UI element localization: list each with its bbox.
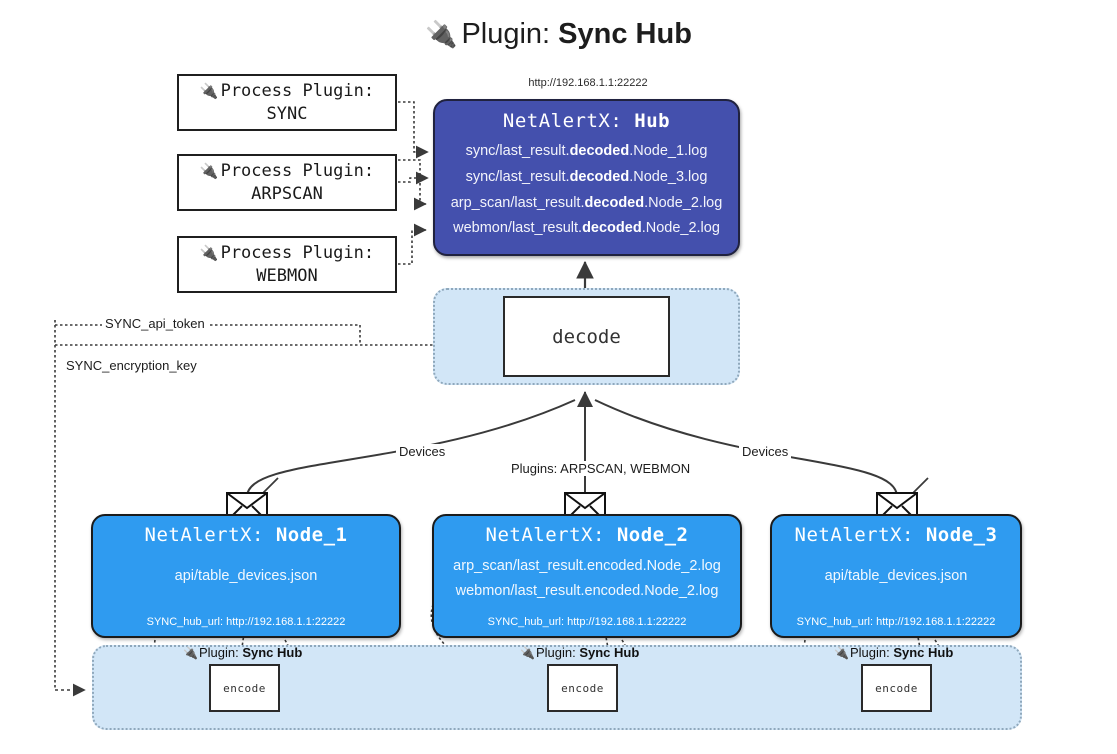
- node-title-prefix: NetAlertX:: [794, 524, 914, 546]
- hub-node[interactable]: NetAlertX: Hub sync/last_result.decoded.…: [433, 99, 740, 256]
- title-prefix: Plugin:: [461, 18, 551, 50]
- node-footer: SYNC_hub_url: http://192.168.1.1:22222: [796, 616, 996, 628]
- plug-icon: 🔌: [199, 161, 219, 180]
- encode-box-node-3[interactable]: encode: [861, 664, 932, 712]
- node-line: api/table_devices.json: [174, 568, 318, 584]
- node-1[interactable]: NetAlertX: Node_1 api/table_devices.json…: [91, 514, 401, 638]
- hub-log-pre: sync/last_result.: [465, 168, 570, 185]
- plugin-label-node-3: 🔌Plugin: Sync Hub: [834, 645, 953, 660]
- process-plugin-webmon[interactable]: 🔌 Process Plugin: WEBMON: [177, 236, 397, 293]
- process-plugin-name: ARPSCAN: [251, 183, 323, 204]
- page-title: 🔌Plugin: Sync Hub: [0, 18, 1117, 51]
- decode-label: decode: [552, 325, 621, 348]
- node-2[interactable]: NetAlertX: Node_2 arp_scan/last_result.e…: [432, 514, 742, 638]
- node-title: NetAlertX: Node_1: [93, 524, 399, 546]
- hub-log-pre: sync/last_result.: [465, 143, 570, 159]
- hub-log-mid: decoded: [582, 220, 642, 237]
- decode-box[interactable]: decode: [503, 296, 670, 377]
- hub-title: NetAlertX: Hub: [435, 110, 738, 132]
- process-plugin-arpscan[interactable]: 🔌 Process Plugin: ARPSCAN: [177, 154, 397, 211]
- plugin-label-prefix: Plugin:: [535, 645, 576, 660]
- sync-api-token-label: SYNC_api_token: [102, 316, 208, 331]
- hub-title-name: Hub: [634, 110, 671, 132]
- hub-log-mid: decoded: [569, 168, 630, 185]
- node-title: NetAlertX: Node_3: [772, 524, 1020, 546]
- hub-url: http://192.168.1.1:22222: [528, 77, 648, 89]
- node-title-name: Node_2: [616, 524, 689, 546]
- node-footer: SYNC_hub_url: http://192.168.1.1:22222: [487, 616, 687, 628]
- encode-box-node-2[interactable]: encode: [547, 664, 618, 712]
- encode-label: encode: [561, 681, 604, 695]
- plugin-label-name: Sync Hub: [579, 645, 640, 660]
- title-name: Sync Hub: [558, 18, 692, 50]
- node-line: webmon/last_result.encoded.Node_2.log: [455, 583, 719, 600]
- plugin-label-name: Sync Hub: [242, 645, 303, 660]
- plug-icon: 🔌: [425, 19, 458, 49]
- plugin-label-name: Sync Hub: [893, 645, 954, 660]
- encode-box-node-1[interactable]: encode: [209, 664, 280, 712]
- node-title-prefix: NetAlertX:: [485, 524, 605, 546]
- process-plugin-name: WEBMON: [256, 265, 318, 286]
- plug-icon: 🔌: [834, 646, 849, 660]
- process-plugin-name: SYNC: [266, 103, 308, 124]
- node-footer: SYNC_hub_url: http://192.168.1.1:22222: [146, 616, 346, 628]
- hub-log-3: arp_scan/last_result.decoded.Node_2.log: [435, 191, 738, 217]
- hub-log-pre: webmon/last_result.: [453, 220, 583, 237]
- process-plugin-sync[interactable]: 🔌 Process Plugin: SYNC: [177, 74, 397, 131]
- hub-log-mid: decoded: [569, 143, 630, 159]
- process-plugin-label: Process Plugin:: [220, 80, 375, 101]
- node-title-name: Node_3: [925, 524, 998, 546]
- plugin-label-prefix: Plugin:: [198, 645, 239, 660]
- node-title-prefix: NetAlertX:: [144, 524, 264, 546]
- edge-label-devices-left: Devices: [396, 444, 449, 459]
- hub-title-prefix: NetAlertX:: [502, 110, 623, 132]
- hub-log-post: .Node_2.log: [641, 220, 720, 237]
- plugin-label-node-1: 🔌Plugin: Sync Hub: [183, 645, 302, 660]
- hub-log-1: sync/last_result.decoded.Node_1.log: [435, 139, 738, 165]
- hub-log-4: webmon/last_result.decoded.Node_2.log: [435, 216, 738, 242]
- plug-icon: 🔌: [520, 646, 535, 660]
- hub-log-pre: arp_scan/last_result.: [450, 194, 585, 211]
- plug-icon: 🔌: [183, 646, 198, 660]
- process-plugin-label: Process Plugin:: [220, 242, 375, 263]
- process-plugin-label: Process Plugin:: [220, 160, 375, 181]
- encode-label: encode: [875, 681, 918, 695]
- plug-icon: 🔌: [199, 81, 219, 100]
- plugin-label-prefix: Plugin:: [849, 645, 890, 660]
- node-title: NetAlertX: Node_2: [434, 524, 740, 546]
- plugin-label-node-2: 🔌Plugin: Sync Hub: [520, 645, 639, 660]
- hub-log-post: .Node_3.log: [629, 168, 708, 185]
- sync-encryption-key-label: SYNC_encryption_key: [63, 358, 200, 373]
- hub-log-2: sync/last_result.decoded.Node_3.log: [435, 165, 738, 191]
- plug-icon: 🔌: [199, 243, 219, 262]
- node-title-name: Node_1: [275, 524, 348, 546]
- edge-label-plugins-middle: Plugins: ARPSCAN, WEBMON: [508, 461, 694, 476]
- edge-label-devices-right: Devices: [739, 444, 792, 459]
- encode-label: encode: [223, 681, 266, 695]
- hub-log-post: .Node_1.log: [629, 143, 708, 159]
- node-3[interactable]: NetAlertX: Node_3 api/table_devices.json…: [770, 514, 1022, 638]
- node-line: arp_scan/last_result.encoded.Node_2.log: [453, 558, 721, 574]
- node-line: api/table_devices.json: [824, 568, 968, 584]
- hub-log-post: .Node_2.log: [644, 194, 723, 211]
- hub-log-mid: decoded: [584, 194, 645, 211]
